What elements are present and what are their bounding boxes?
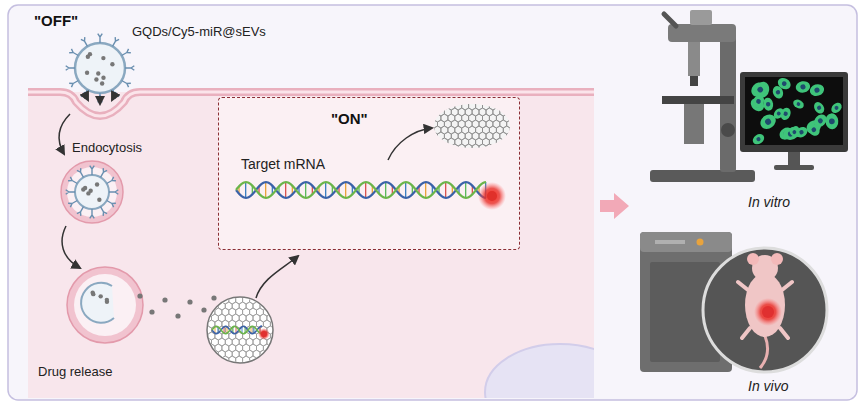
cytoplasm [28,92,594,398]
zoom-box: Target mRNA "ON" [218,97,520,250]
step-arrow [59,114,70,154]
state-label: "ON" [331,110,368,128]
nucleus [485,344,594,398]
release-arrow [256,256,298,298]
microscope [650,10,755,182]
panel [8,5,857,400]
step-label: Drug release [38,364,112,380]
uptake-arrow [112,92,116,100]
flow-arrow [600,193,629,219]
panel-caption: In vitro [748,194,790,211]
vesicle [66,34,135,103]
magnified-view [198,290,281,364]
endosome [61,161,123,223]
state-label: "OFF" [34,12,78,30]
endosome [67,267,217,343]
step-label: Endocytosis [72,140,142,156]
vesicle-label: GQDs/Cy5-miR@sEVs [132,24,266,40]
monitor [740,72,848,170]
zoom-ground [218,97,520,250]
detach-arrow [388,128,432,160]
uptake-arrow [84,92,88,100]
hybridization [236,96,517,210]
mouse-view [703,248,827,372]
step-arrow [62,226,80,268]
sequence-label: Target mRNA [241,156,325,173]
uptake-arrow [99,95,101,104]
panel-caption: In vivo [748,378,788,395]
